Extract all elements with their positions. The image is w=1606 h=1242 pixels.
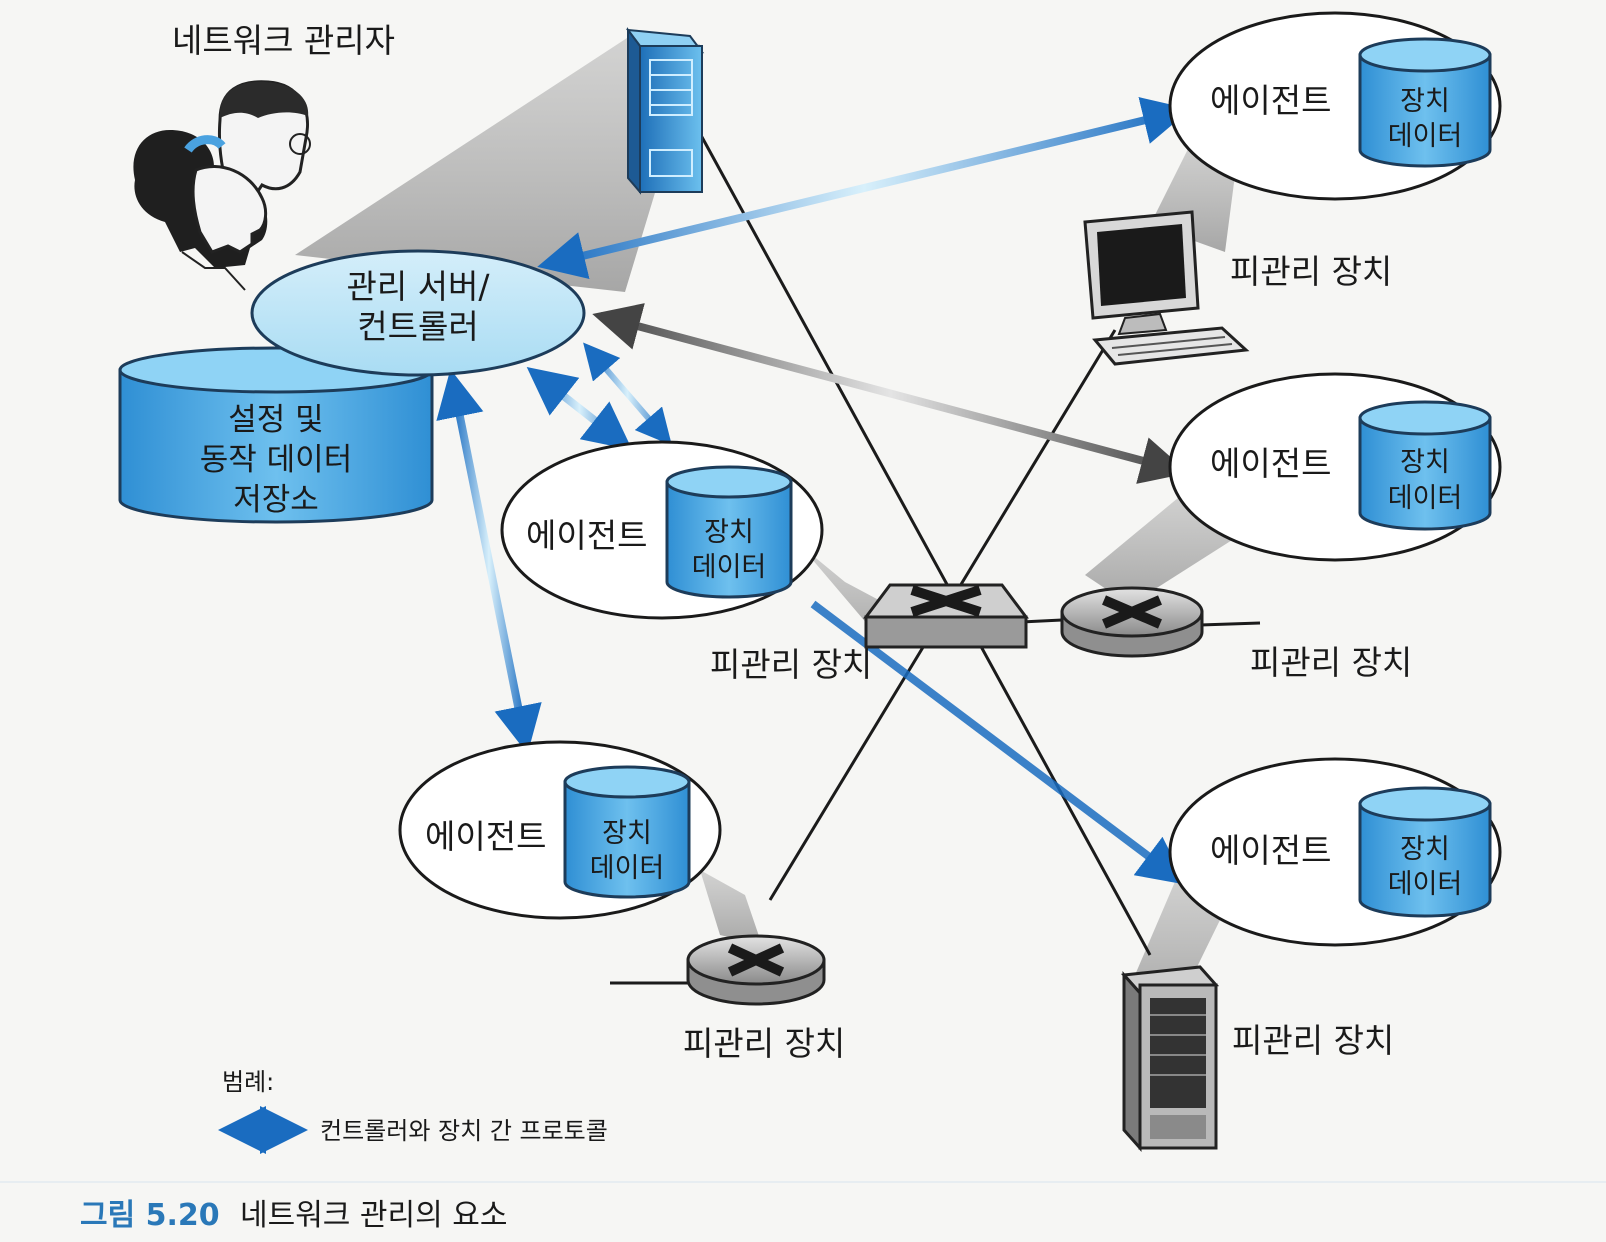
caption-text: 네트워크 관리의 요소: [240, 1198, 507, 1233]
router-icon-bottom: [686, 934, 826, 1006]
agent-2-label: 에이전트: [1210, 444, 1331, 483]
agent-1-db-line2: 데이터: [1388, 121, 1463, 152]
desktop-computer-icon: [1083, 210, 1250, 366]
server-line2: 컨트롤러: [357, 307, 478, 346]
store-line3: 저장소: [233, 482, 319, 518]
agent-2-db-line2: 데이터: [1388, 483, 1463, 514]
managed-device-label-server: 피관리 장치: [1232, 1021, 1394, 1060]
agent-oval-4: [398, 740, 722, 920]
device-data-db-3: [665, 465, 793, 599]
agent-3-db-line2: 데이터: [692, 552, 767, 583]
device-data-db-2: [1358, 400, 1492, 531]
agent-5-label: 에이전트: [1210, 831, 1331, 870]
caption-number: 그림 5.20: [80, 1198, 220, 1233]
server-line1: 관리 서버/: [346, 267, 490, 306]
admin-label: 네트워크 관리자: [172, 21, 395, 60]
agent-oval-1: [1168, 11, 1502, 201]
agent-5-db-line1: 장치: [1400, 834, 1450, 865]
protocol-arrows: [436, 97, 1191, 885]
management-server-oval: [250, 249, 586, 377]
store-line2: 동작 데이터: [200, 442, 352, 478]
store-line1: 설정 및: [228, 402, 323, 438]
agent-1-db-line1: 장치: [1400, 86, 1450, 117]
device-data-db-4: [563, 765, 691, 899]
agent-oval-5: [1168, 757, 1502, 947]
router-icon-right: [1060, 586, 1204, 658]
legend-title: 범례:: [222, 1068, 274, 1096]
agent-oval-3: [500, 440, 824, 620]
agent-5-db-line2: 데이터: [1388, 869, 1463, 900]
managed-device-label-desktop: 피관리 장치: [1230, 252, 1392, 291]
management-server-icon: [625, 27, 705, 195]
managed-device-label-router-bottom: 피관리 장치: [683, 1024, 845, 1063]
agent-4-db-line1: 장치: [602, 818, 652, 849]
agent-1-label: 에이전트: [1210, 81, 1331, 120]
agent-3-label: 에이전트: [526, 516, 647, 555]
agent-2-db-line1: 장치: [1400, 447, 1450, 478]
agent-oval-2: [1168, 372, 1502, 562]
device-data-db-5: [1358, 786, 1492, 918]
legend-item-label: 컨트롤러와 장치 간 프로토콜: [320, 1117, 608, 1145]
agent-4-label: 에이전트: [425, 817, 546, 856]
managed-device-label-switch: 피관리 장치: [710, 645, 872, 684]
agent-3-db-line1: 장치: [704, 517, 754, 548]
network-admin-icon: [133, 80, 311, 291]
device-data-db-1: [1358, 37, 1492, 168]
agent-4-db-line2: 데이터: [590, 853, 665, 884]
tower-server-icon: [1120, 965, 1220, 1152]
managed-device-label-router-right: 피관리 장치: [1250, 643, 1412, 682]
switch-icon: [863, 583, 1029, 649]
